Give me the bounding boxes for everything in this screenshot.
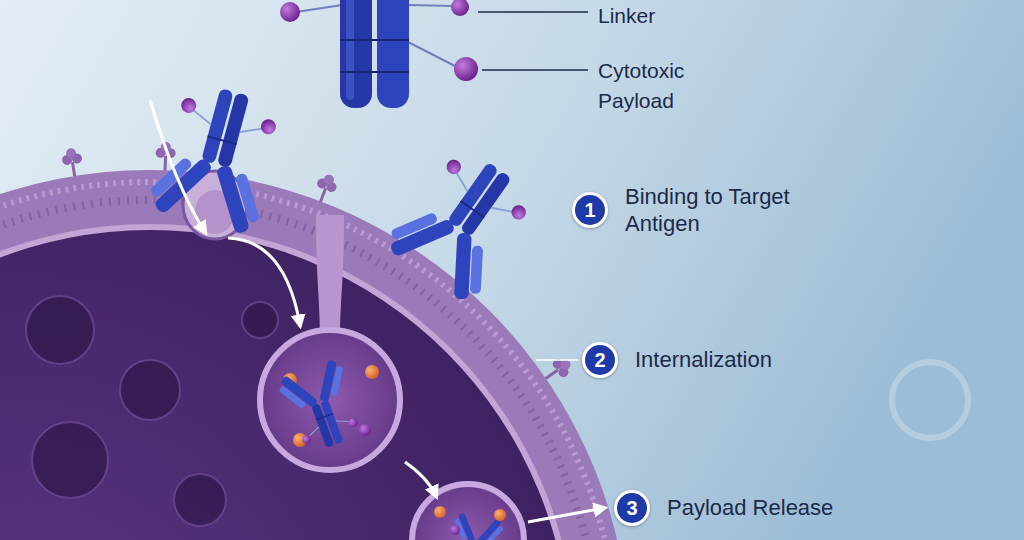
step-label: Internalization bbox=[635, 346, 772, 374]
step-label: Payload Release bbox=[667, 494, 833, 522]
step-number: 3 bbox=[614, 490, 650, 526]
step-number: 1 bbox=[572, 192, 608, 228]
step-group: 1 Binding to Target Antigen bbox=[572, 183, 840, 238]
part-label: Cytotoxic Payload bbox=[598, 56, 738, 117]
step-number: 2 bbox=[582, 342, 618, 378]
step-label: Binding to Target Antigen bbox=[625, 183, 840, 238]
step-group: 3 Payload Release bbox=[614, 490, 833, 526]
step-group: 2 Internalization bbox=[582, 342, 772, 378]
part-label: Linker bbox=[598, 1, 655, 31]
